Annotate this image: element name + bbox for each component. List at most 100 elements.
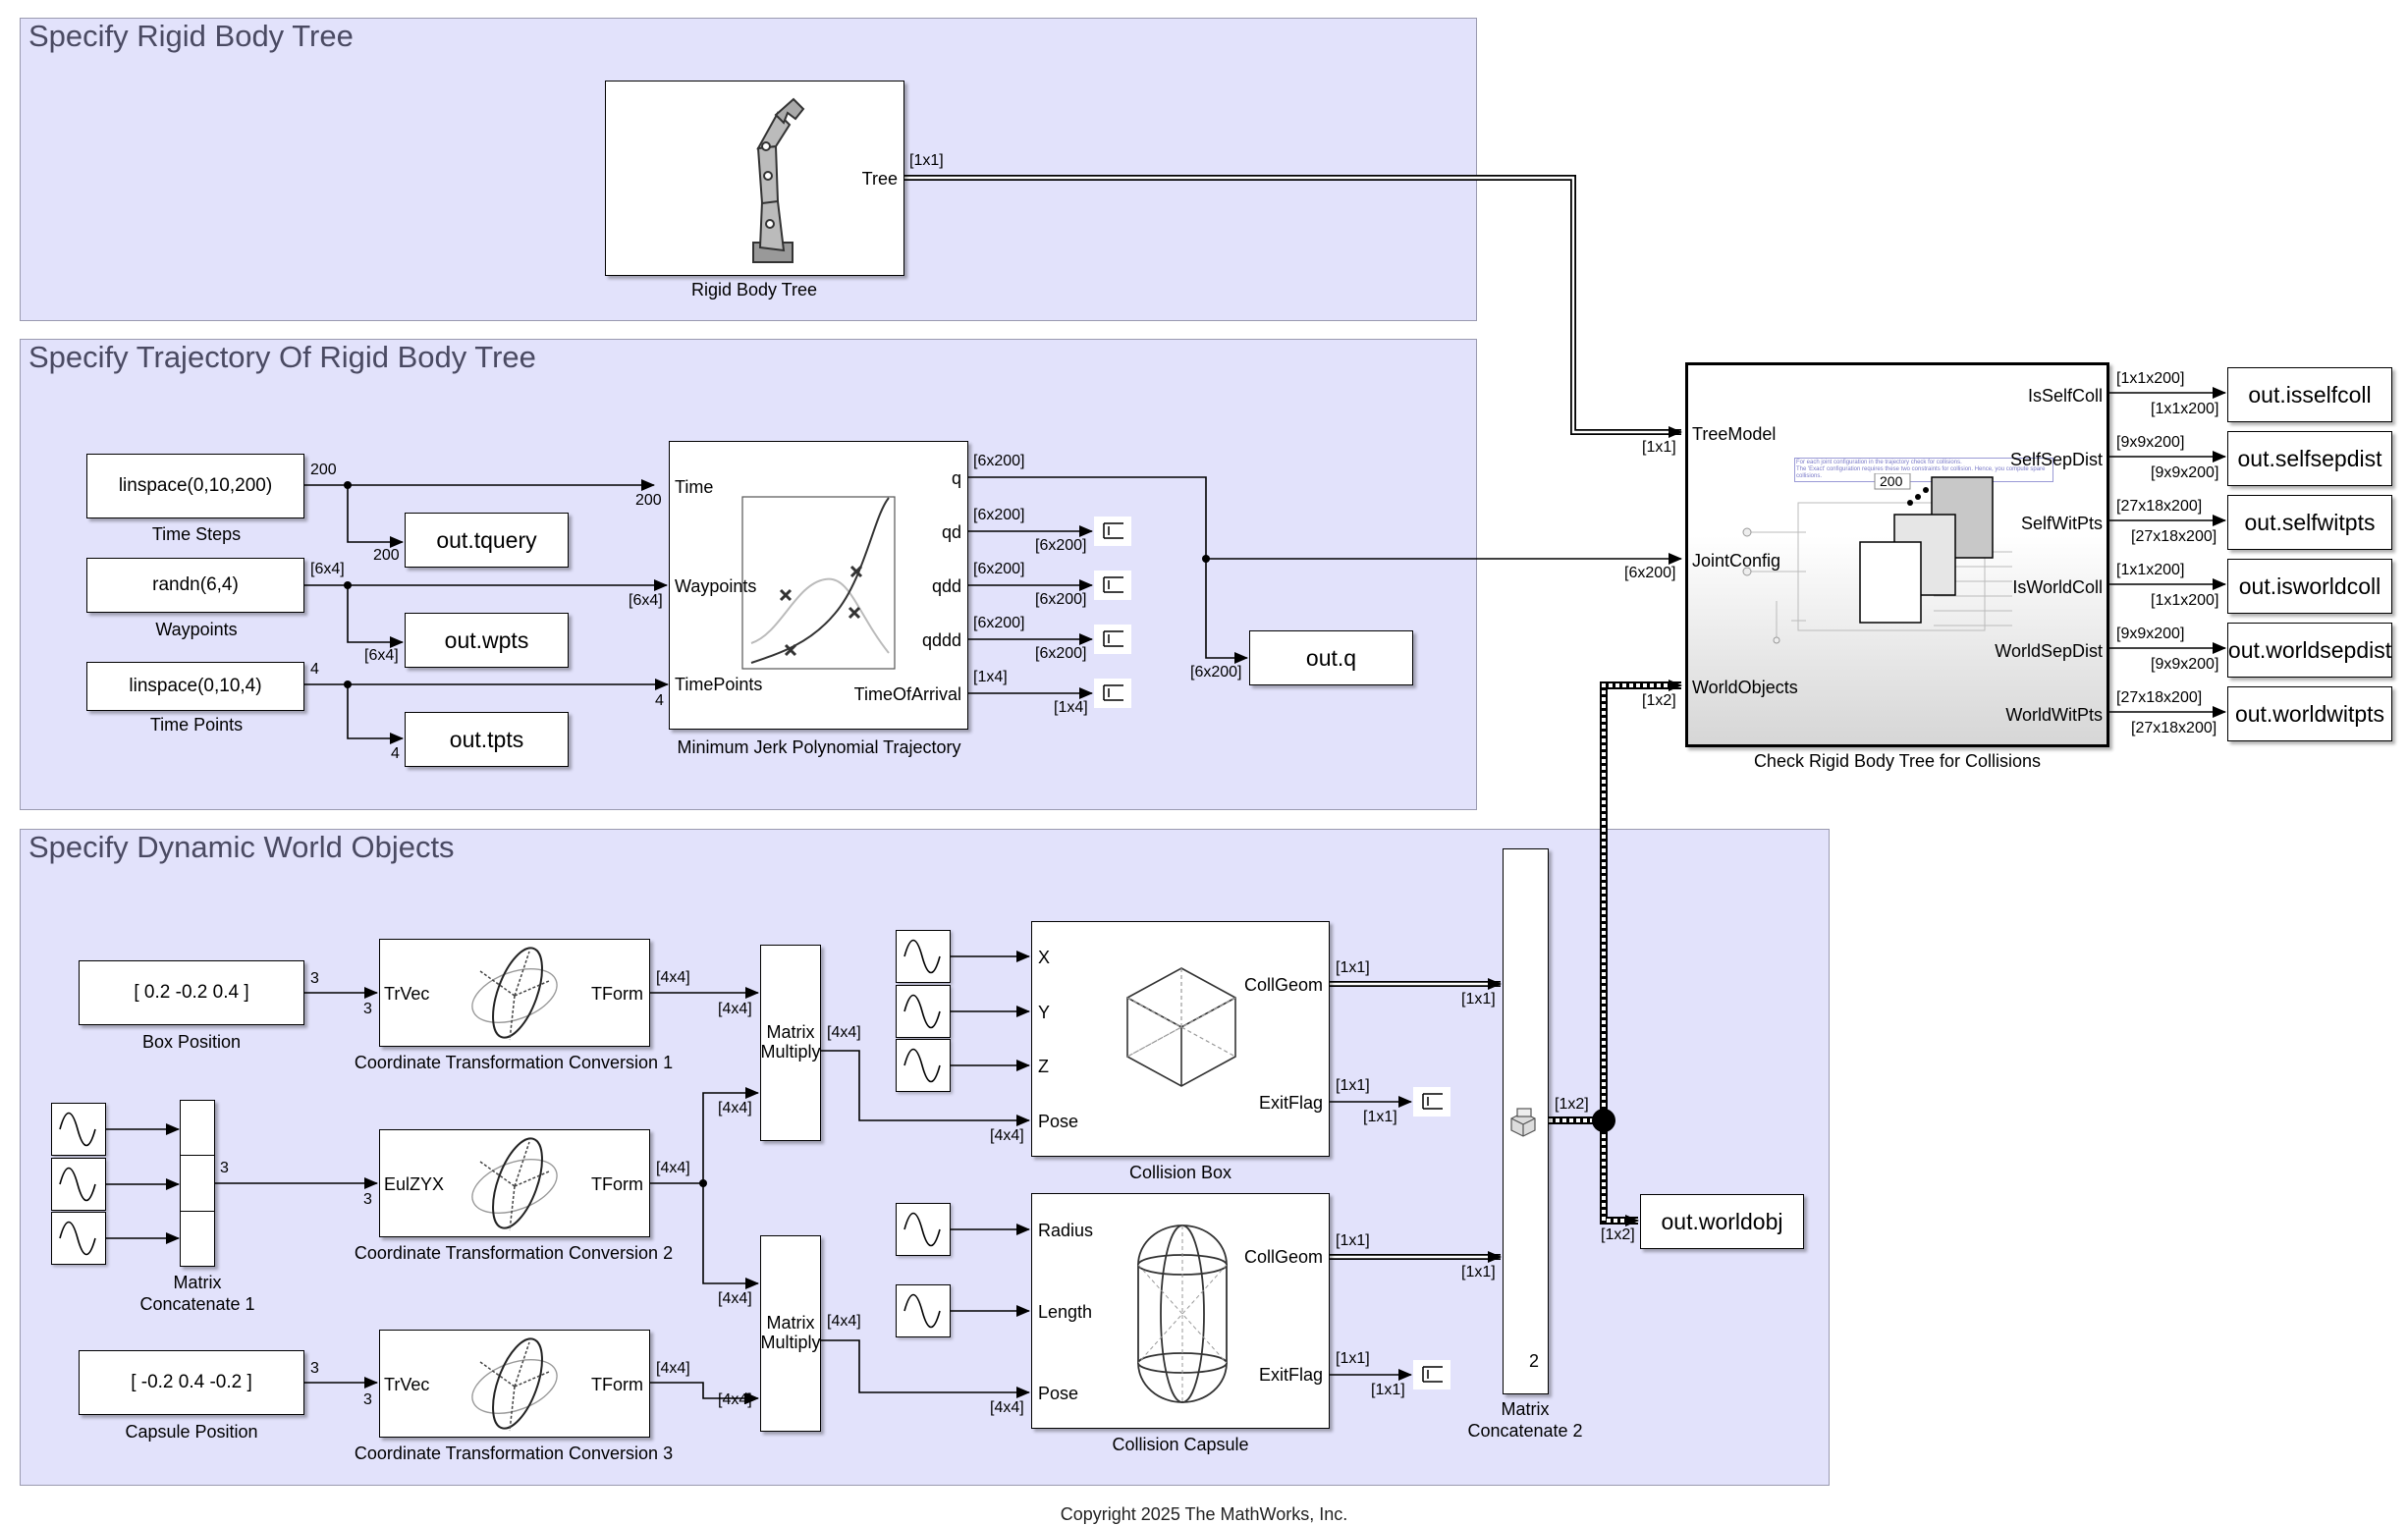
terminator[interactable] [1094, 517, 1131, 546]
out-tquery-block[interactable]: out.tquery [405, 513, 569, 568]
annotation-line: The 'Exact' configuration requires these… [1796, 466, 2046, 479]
ctc3-name: Coordinate Transformation Conversion 3 [354, 1443, 674, 1463]
collision-capsule-block[interactable]: Radius Length Pose CollGeom ExitFlag [1031, 1193, 1330, 1429]
junction-dot [1592, 1109, 1615, 1132]
name-line: Concatenate 1 [139, 1293, 255, 1314]
terminator[interactable] [1413, 1087, 1450, 1117]
terminator[interactable] [1094, 571, 1131, 600]
matrix-concatenate-1-block[interactable] [180, 1100, 215, 1267]
port-waypoints: Waypoints [675, 576, 757, 596]
dim-label: [27x18x200] [2131, 528, 2217, 545]
matrix-concatenate-2-block[interactable]: 2 [1503, 848, 1549, 1394]
area-title: Specify Rigid Body Tree [28, 19, 354, 53]
dim-label: [9x9x200] [2116, 626, 2185, 642]
terminator[interactable] [1413, 1360, 1450, 1389]
trajectory-name: Minimum Jerk Polynomial Trajectory [677, 737, 961, 757]
mm-label: Multiply [760, 1333, 821, 1352]
waypoints-block[interactable]: randn(6,4) [86, 558, 304, 613]
dim-label: 200 [310, 462, 337, 478]
tree-signal-line [904, 175, 1682, 438]
mm-label: Matrix [766, 1022, 815, 1043]
dim-label: [1x1] [1371, 1382, 1405, 1398]
rigid-body-tree-block[interactable]: Tree [605, 81, 904, 276]
concat2-count: 2 [1529, 1351, 1540, 1371]
time-points-block[interactable]: linspace(0,10,4) [86, 662, 304, 711]
copyright-text: Copyright 2025 The MathWorks, Inc. [1060, 1504, 1348, 1524]
sine-wave-block[interactable] [51, 1158, 106, 1211]
ctc3-out-line [650, 1382, 759, 1404]
dim-label: [4x4] [718, 1391, 752, 1408]
ctc3-block[interactable]: TrVec TForm [379, 1330, 650, 1438]
out-wpts-block[interactable]: out.wpts [405, 613, 569, 668]
dim-label: [1x4] [1054, 699, 1088, 716]
dim-label: 3 [310, 1360, 319, 1377]
terminator-icon [1103, 630, 1123, 647]
port-collgeom: CollGeom [1243, 975, 1323, 995]
dim-label: 3 [363, 1001, 372, 1017]
sine-wave-icon [903, 1048, 941, 1083]
trajectory-plot-icon [741, 496, 896, 670]
dim-label: [4x4] [827, 1024, 861, 1041]
port-radius: Radius [1038, 1221, 1094, 1240]
sine-wave-block[interactable] [896, 1284, 951, 1337]
trajectory-block[interactable]: Time Waypoints TimePoints q qd qdd qddd … [669, 441, 968, 730]
dim-label: [4x4] [990, 1399, 1024, 1416]
dim-label: [1x2] [1642, 692, 1676, 709]
sine-wave-block[interactable] [51, 1103, 106, 1156]
time-steps-block[interactable]: linspace(0,10,200) [86, 454, 304, 518]
q-line [968, 476, 1248, 664]
out-selfsepdist-block[interactable]: out.selfsepdist [2227, 431, 2392, 486]
terminator[interactable] [1094, 679, 1131, 708]
rotation-frame-icon [471, 1337, 558, 1432]
out-q-block[interactable]: out.q [1249, 630, 1413, 685]
ctc2-name: Coordinate Transformation Conversion 2 [354, 1243, 674, 1263]
sine-wave-block[interactable] [896, 1039, 951, 1092]
terminator-icon [1103, 522, 1123, 539]
sine-wave-block[interactable] [896, 930, 951, 983]
sine-wave-block[interactable] [896, 985, 951, 1038]
dim-label: 3 [363, 1191, 372, 1208]
dim-label: [4x4] [718, 1100, 752, 1117]
dim-label: [4x4] [656, 969, 690, 986]
world-objects-line [1549, 680, 1682, 1226]
sine-wave-icon [59, 1167, 96, 1202]
dim-label: 4 [391, 745, 400, 762]
dim-label: 3 [363, 1391, 372, 1408]
port-tform: TForm [591, 1174, 643, 1194]
port-timeofarrival: TimeOfArrival [853, 684, 961, 704]
dim-label: [1x1] [1363, 1109, 1397, 1125]
out-isselfcoll-block[interactable]: out.isselfcoll [2227, 367, 2392, 422]
junction-dot [344, 681, 352, 688]
out-selfwitpts-block[interactable]: out.selfwitpts [2227, 495, 2392, 550]
junction-dot [1202, 555, 1210, 563]
out-worldwitpts-block[interactable]: out.worldwitpts [2227, 686, 2392, 741]
dim-label: [4x4] [718, 1290, 752, 1307]
concat1-count: 3 [220, 1160, 229, 1176]
collision-box-block[interactable]: X Y Z Pose CollGeom ExitFlag [1031, 921, 1330, 1157]
out-tpts-block[interactable]: out.tpts [405, 712, 569, 767]
check-collisions-block[interactable]: For each joint configuration in the traj… [1685, 362, 2109, 747]
waypoints-name: Waypoints [155, 620, 238, 639]
port-worldwitpts: WorldWitPts [2005, 705, 2103, 725]
ctc1-name: Coordinate Transformation Conversion 1 [354, 1053, 674, 1072]
port-pose: Pose [1038, 1384, 1079, 1403]
port-time: Time [675, 477, 714, 497]
sine-wave-block[interactable] [51, 1212, 106, 1265]
dim-label: [1x1] [1642, 439, 1676, 456]
ctc1-block[interactable]: TrVec TForm [379, 939, 650, 1047]
out-worldsepdist-block[interactable]: out.worldsepdist [2227, 623, 2392, 678]
dim-label: [1x2] [1601, 1226, 1635, 1243]
terminator[interactable] [1094, 625, 1131, 654]
terminator-icon [1422, 1093, 1443, 1110]
box-position-block[interactable]: [ 0.2 -0.2 0.4 ] [79, 960, 304, 1025]
ctc2-block[interactable]: EulZYX TForm [379, 1129, 650, 1237]
time-steps-branch [347, 485, 404, 548]
junction-dot [344, 581, 352, 589]
out-isworldcoll-block[interactable]: out.isworldcoll [2227, 559, 2392, 614]
sine-wave-block[interactable] [896, 1203, 951, 1256]
capsule-position-block[interactable]: [ -0.2 0.4 -0.2 ] [79, 1350, 304, 1415]
out-worldobj-block[interactable]: out.worldobj [1640, 1194, 1804, 1249]
